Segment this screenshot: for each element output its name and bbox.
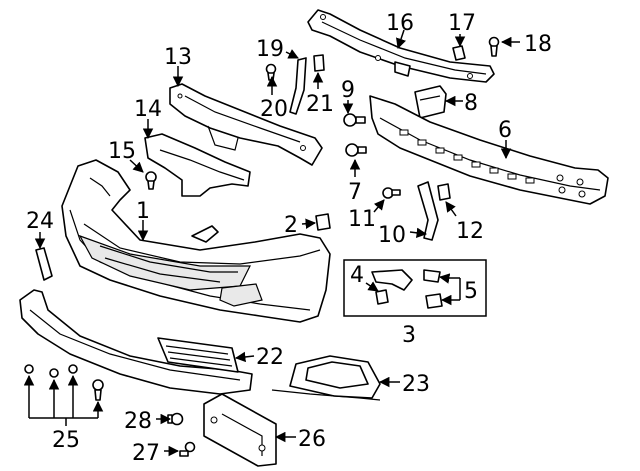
part-15-screw <box>145 171 157 190</box>
part-9-bolt <box>343 113 366 127</box>
part-25-fasteners <box>24 364 104 401</box>
callout-20: 20 <box>260 97 288 122</box>
callout-23: 23 <box>402 372 430 397</box>
impact-bar-part <box>369 95 609 205</box>
callout-9: 9 <box>341 78 355 103</box>
lower-air-deflector-part <box>19 289 253 395</box>
callout-27: 27 <box>132 441 160 466</box>
callout-25: 25 <box>52 428 80 453</box>
callout-8: 8 <box>464 91 478 116</box>
part-2-clip <box>315 213 331 231</box>
callout-18: 18 <box>524 32 552 57</box>
callout-21: 21 <box>306 92 334 117</box>
part-17-clip <box>452 45 466 61</box>
callout-3: 3 <box>402 323 416 348</box>
callout-5: 5 <box>464 279 478 304</box>
callout-14: 14 <box>134 97 162 122</box>
callout-19: 19 <box>256 37 284 62</box>
callout-22: 22 <box>256 345 284 370</box>
callout-10: 10 <box>378 223 406 248</box>
part-8-bracket <box>414 85 447 119</box>
callout-6: 6 <box>498 118 512 143</box>
callout-26: 26 <box>298 427 326 452</box>
callout-7: 7 <box>348 180 362 205</box>
bumper-cover-part <box>61 159 331 323</box>
part-21-clip <box>313 54 325 72</box>
callout-17: 17 <box>448 11 476 36</box>
callout-4: 4 <box>350 263 364 288</box>
part-18-bolt <box>488 36 500 57</box>
part-7-bolt <box>345 143 367 157</box>
callout-15: 15 <box>108 139 136 164</box>
callout-13: 13 <box>164 45 192 70</box>
callout-24: 24 <box>26 209 54 234</box>
part-20-bolt <box>265 63 277 81</box>
callout-labels: 13 14 15 1 2 19 20 21 9 7 16 17 18 8 6 1… <box>26 11 552 466</box>
part-28-screw <box>167 412 184 426</box>
callout-11: 11 <box>348 207 376 232</box>
impact-bar-slots <box>399 129 586 198</box>
lower-bracket-part <box>144 133 251 197</box>
callout-1: 1 <box>136 199 150 224</box>
part-26-license-bracket <box>203 393 277 467</box>
callout-28: 28 <box>124 409 152 434</box>
part-24-reflector <box>35 247 53 281</box>
leader-lines <box>23 29 520 457</box>
part-12-clip <box>437 183 451 201</box>
callout-12: 12 <box>456 219 484 244</box>
part-10-bracket <box>417 181 439 241</box>
part-22-grille <box>157 337 239 373</box>
part-11-bolt <box>382 187 401 199</box>
callout-16: 16 <box>386 11 414 36</box>
upper-tie-bar-part <box>307 9 495 83</box>
callout-2: 2 <box>284 213 298 238</box>
upper-absorber-bracket-part <box>169 83 323 166</box>
part-23-fog-bezel <box>271 355 381 401</box>
part-27-rivet <box>179 441 196 457</box>
part-19-bracket <box>289 57 307 115</box>
